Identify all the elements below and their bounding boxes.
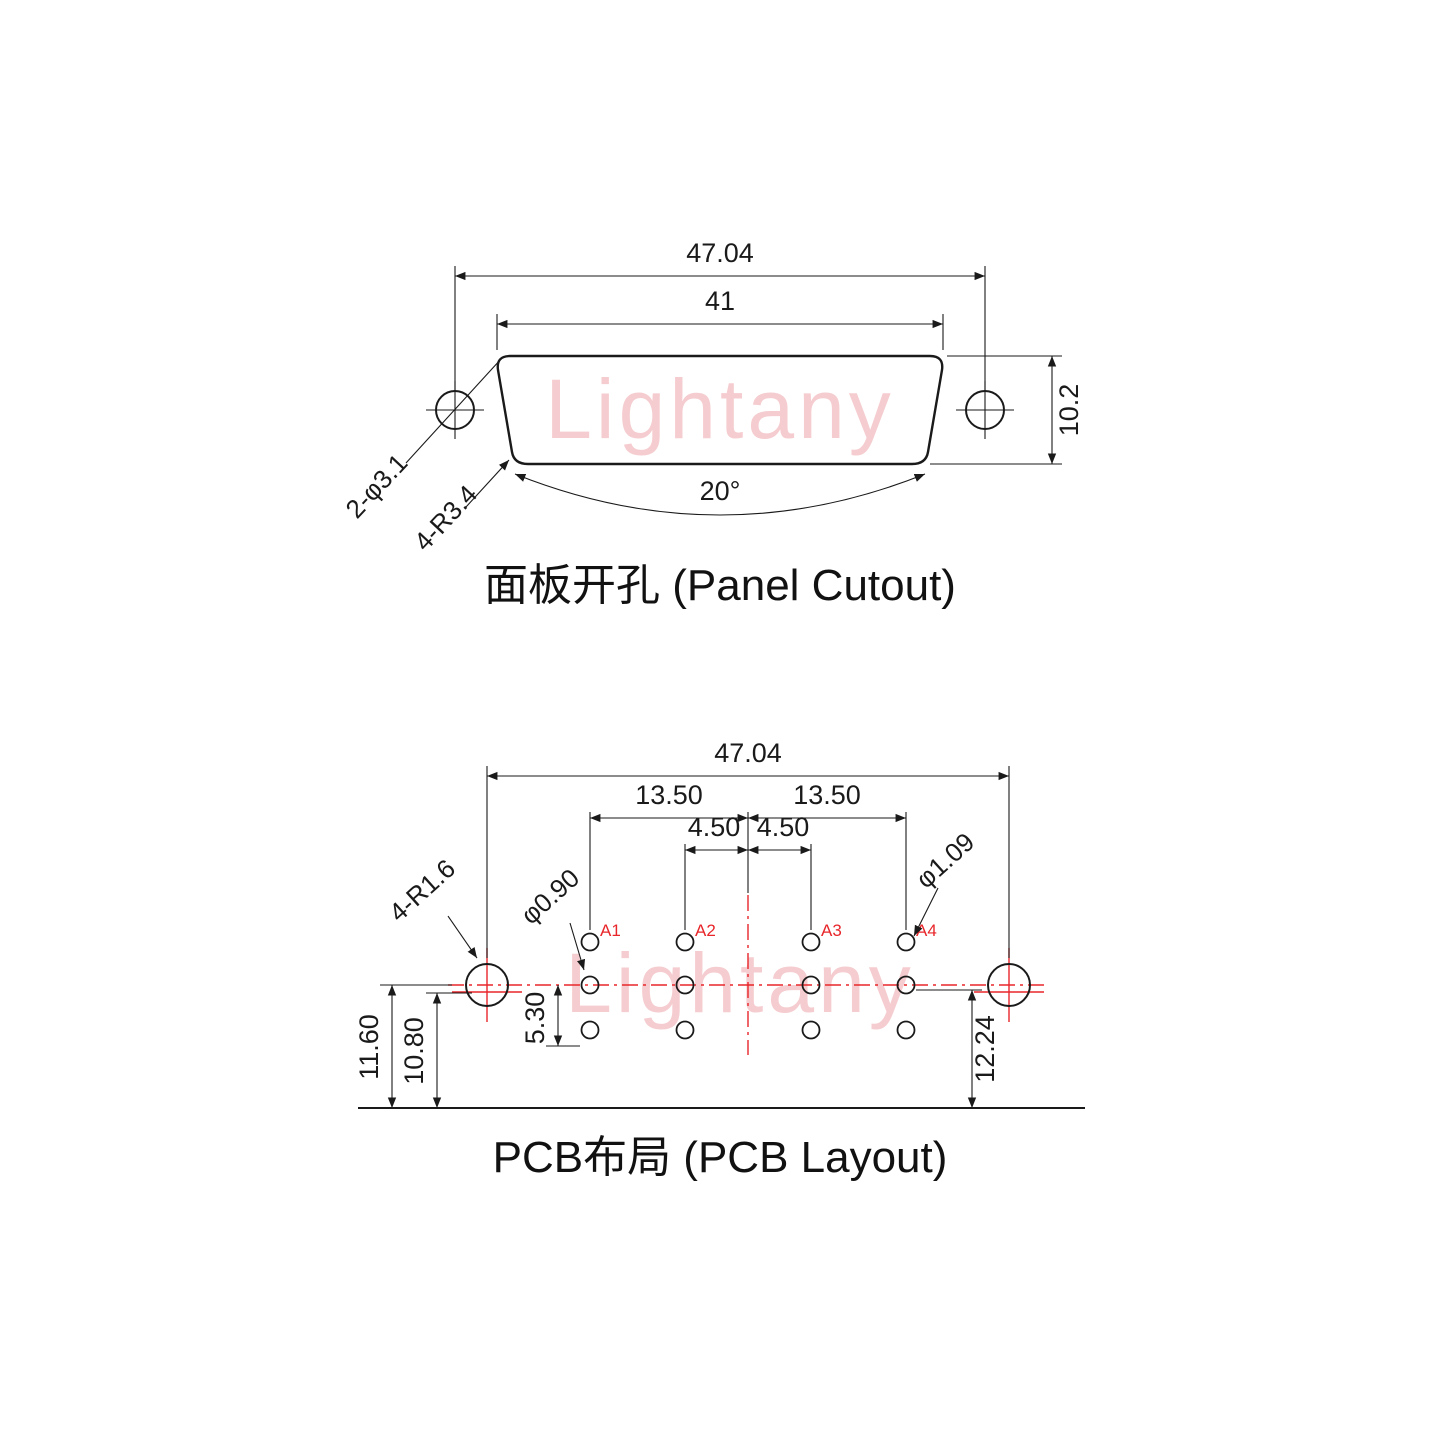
svg-text:5.30: 5.30	[520, 992, 550, 1045]
svg-text:φ0.90: φ0.90	[515, 863, 585, 930]
panel-cutout-drawing: 47.04 41 10.2 20° 2-φ3.1 4-R3.4	[339, 238, 1084, 610]
panel-dim-height: 10.2	[930, 355, 1084, 465]
svg-text:10.80: 10.80	[399, 1017, 429, 1085]
svg-text:20°: 20°	[700, 476, 741, 506]
pcb-layout-drawing: A1 A2 A3 A4 47.04 13.50 1	[354, 738, 1085, 1182]
svg-text:13.50: 13.50	[793, 780, 861, 810]
svg-text:47.04: 47.04	[686, 238, 754, 268]
pcb-mount-hole-right	[987, 963, 1031, 1007]
pin-label-a4: A4	[916, 921, 937, 940]
pcb-dim-row-pitch: 5.30	[520, 985, 580, 1047]
svg-text:4.50: 4.50	[757, 812, 810, 842]
watermark-text-bottom: Lightany	[565, 936, 915, 1030]
watermark-text-top: Lightany	[545, 362, 895, 456]
pcb-layout-title: PCB布局 (PCB Layout)	[493, 1133, 948, 1182]
svg-text:4-R1.6: 4-R1.6	[383, 853, 461, 928]
pcb-dim-pitch: 13.50 13.50	[589, 780, 907, 930]
pcb-pad-column-a1: A1	[580, 921, 621, 1040]
pcb-label-pin-diameter: φ1.09	[910, 827, 980, 937]
panel-dim-inner-width: 41	[496, 286, 944, 350]
pcb-dim-mount-to-edge: 11.60	[354, 984, 452, 1108]
panel-label-corner-radius: 4-R3.4	[408, 459, 510, 557]
pin-label-a3: A3	[821, 921, 842, 940]
pcb-dim-right-to-edge: 12.24	[916, 989, 1000, 1108]
pin-label-a1: A1	[600, 921, 621, 940]
svg-text:4-R3.4: 4-R3.4	[408, 479, 483, 557]
svg-text:12.24: 12.24	[970, 1015, 1000, 1083]
pcb-mount-hole-left	[465, 963, 509, 1007]
pcb-dim-outer-width: 47.04	[486, 738, 1010, 958]
pcb-dim-inner-pitch: 4.50 4.50	[684, 812, 812, 930]
panel-dim-angle: 20°	[514, 473, 926, 516]
svg-text:4.50: 4.50	[688, 812, 741, 842]
svg-text:11.60: 11.60	[354, 1014, 384, 1080]
panel-mount-hole-left	[405, 358, 502, 464]
pin-label-a2: A2	[695, 921, 716, 940]
pcb-dim-pad-to-edge: 10.80	[399, 992, 472, 1108]
svg-text:13.50: 13.50	[635, 780, 703, 810]
panel-mount-hole-right	[956, 381, 1014, 439]
pcb-pad-column-a3: A3	[801, 921, 842, 1040]
panel-dim-outer-width: 47.04	[454, 238, 986, 390]
svg-text:47.04: 47.04	[714, 738, 782, 768]
svg-text:φ1.09: φ1.09	[910, 827, 980, 894]
svg-text:2-φ3.1: 2-φ3.1	[339, 448, 413, 524]
svg-text:10.2: 10.2	[1054, 384, 1084, 437]
panel-label-mount-holes: 2-φ3.1	[339, 448, 413, 524]
pcb-centerlines	[448, 895, 1046, 1055]
panel-cutout-title: 面板开孔 (Panel Cutout)	[484, 561, 956, 610]
pcb-pad-column-a2: A2	[675, 921, 716, 1040]
dsub-cutout-outline	[496, 354, 944, 466]
svg-text:41: 41	[705, 286, 735, 316]
pcb-label-mount-radius: 4-R1.6	[383, 853, 478, 959]
